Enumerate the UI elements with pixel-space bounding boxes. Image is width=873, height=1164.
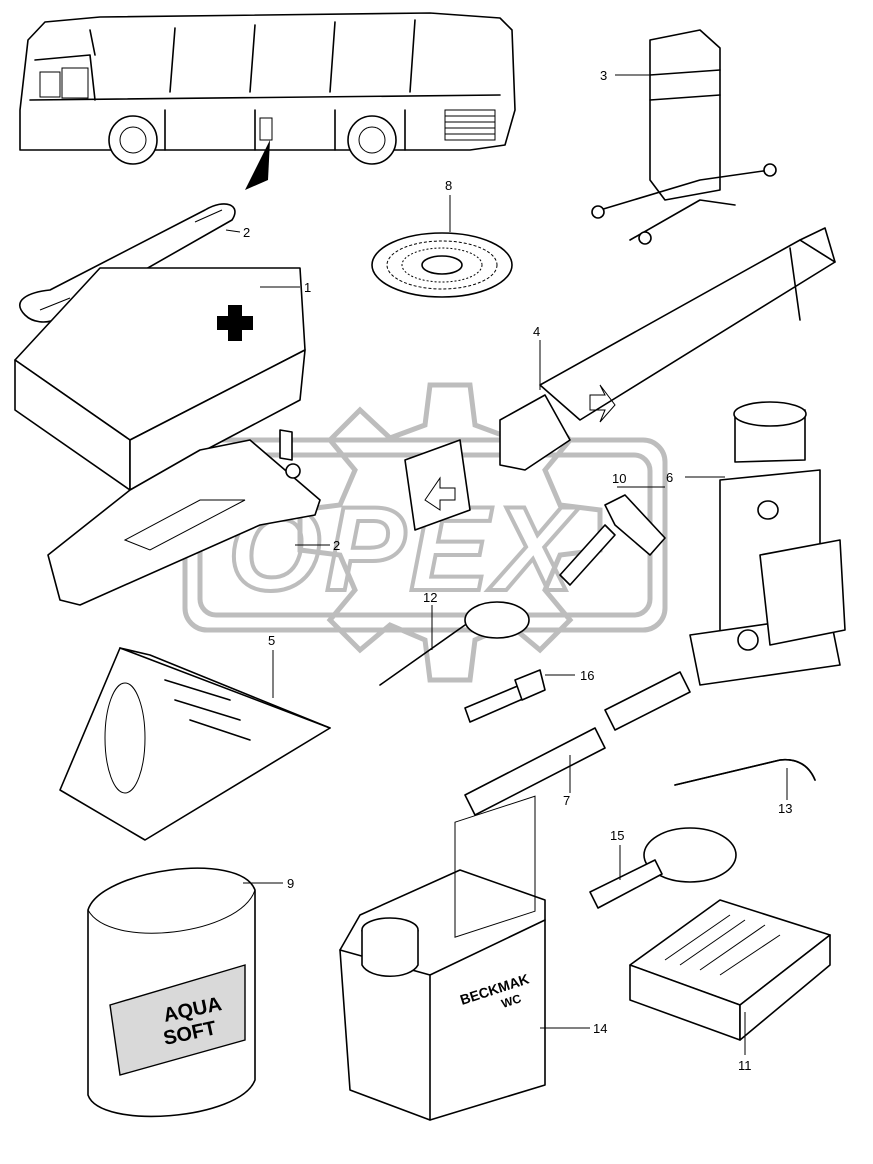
label-5: 5 [268, 633, 275, 648]
label-15: 15 [610, 828, 624, 843]
label-4: 4 [533, 324, 540, 339]
warning-triangle-case: 3 [591, 29, 777, 245]
wrench-ring: 15 [589, 827, 737, 909]
label-2-top: 2 [243, 225, 250, 240]
jack-lever: 4 [499, 227, 836, 471]
canister: BECKMAK WC 14 [339, 795, 607, 1121]
bracket-part: 2 [47, 429, 340, 606]
label-10: 10 [612, 471, 626, 486]
label-3: 3 [600, 68, 607, 83]
adapter-block [404, 439, 471, 531]
adapter-16: 16 [464, 668, 594, 723]
label-13: 13 [778, 801, 792, 816]
extension-tube: 7 [464, 671, 691, 816]
label-7: 7 [563, 793, 570, 808]
label-1: 1 [304, 280, 311, 295]
wheel-chock: 5 [59, 633, 331, 841]
label-14: 14 [593, 1021, 607, 1036]
label-9: 9 [287, 876, 294, 891]
handle-tool: 10 [559, 471, 666, 586]
label-16: 16 [580, 668, 594, 683]
label-11: 11 [738, 1058, 752, 1073]
bulb-kit: 11 [629, 899, 831, 1073]
opex-watermark: OPEX [182, 382, 668, 683]
label-8: 8 [445, 178, 452, 193]
strap-part: 2 [18, 203, 250, 323]
hex-key: 13 [674, 758, 816, 816]
bus-drawing [19, 12, 516, 190]
label-12: 12 [423, 590, 437, 605]
arrow-pointer-icon [245, 140, 270, 190]
toilet-paper-pack: AQUA SOFT 9 [87, 867, 294, 1118]
label-6: 6 [666, 470, 673, 485]
first-aid-kit: 1 [14, 267, 311, 491]
hydraulic-jack: 6 [666, 401, 846, 686]
canister-brand-line2: WC [500, 991, 524, 1011]
tachograph-disc: 8 [371, 178, 513, 298]
label-2-mid: 2 [333, 538, 340, 553]
pin-tool: 12 [379, 590, 530, 686]
